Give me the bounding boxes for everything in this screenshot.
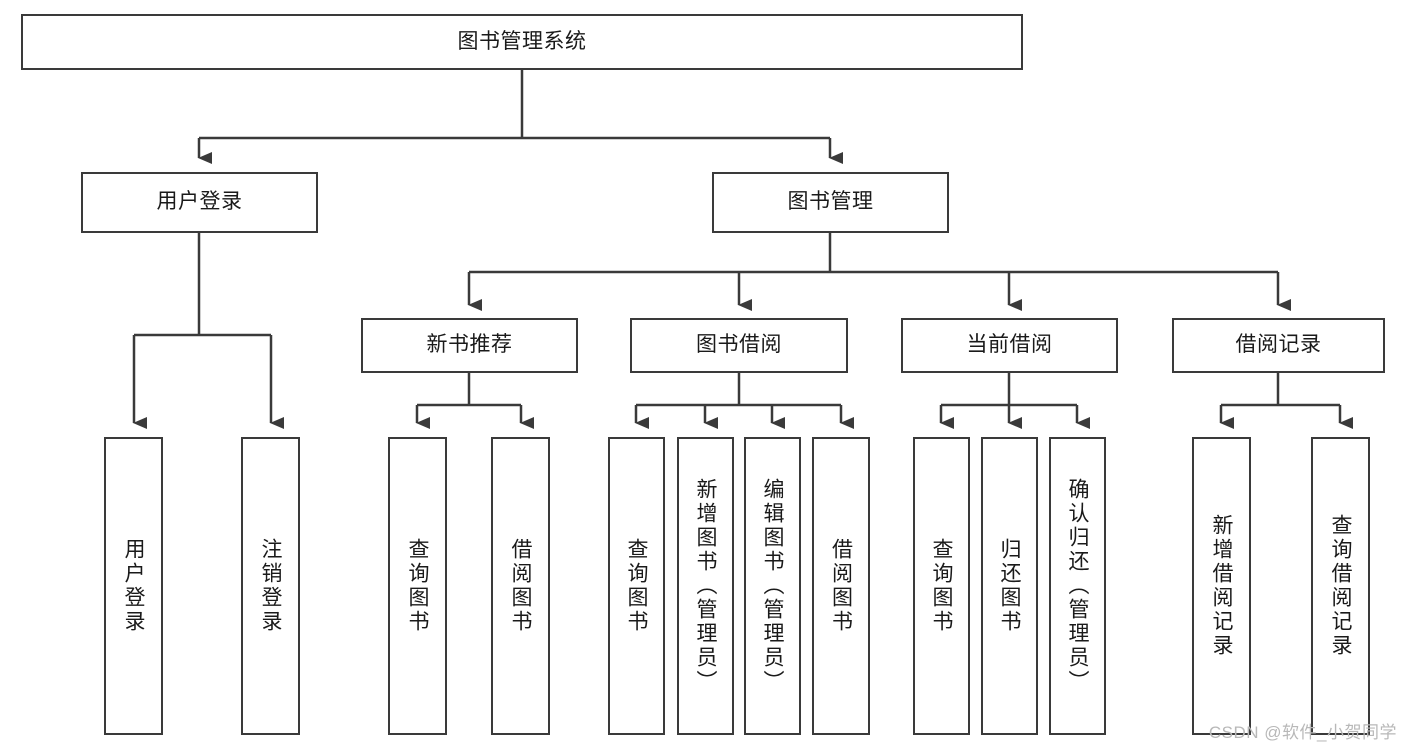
node-label: 借阅记录	[1235, 333, 1322, 357]
leaf-borrow-borrow-book[interactable]: 借阅图书	[812, 437, 870, 735]
node-book-management[interactable]: 图书管理	[712, 172, 949, 233]
node-label: 新书推荐	[426, 333, 513, 357]
node-label: 新增图书（管理员）	[694, 478, 717, 694]
node-user-login[interactable]: 用户登录	[81, 172, 318, 233]
node-label: 用户登录	[156, 190, 243, 214]
leaf-borrow-query-book[interactable]: 查询图书	[608, 437, 665, 735]
node-label: 用户登录	[122, 538, 145, 634]
node-root-book-management-system[interactable]: 图书管理系统	[21, 14, 1023, 70]
node-label: 查询图书	[930, 538, 953, 634]
leaf-record-query-borrow-record[interactable]: 查询借阅记录	[1311, 437, 1370, 735]
node-label: 归还图书	[998, 538, 1021, 634]
node-book-borrow[interactable]: 图书借阅	[630, 318, 848, 373]
leaf-recommend-query-book[interactable]: 查询图书	[388, 437, 447, 735]
node-label: 查询借阅记录	[1329, 514, 1352, 658]
leaf-borrow-add-book-admin[interactable]: 新增图书（管理员）	[677, 437, 734, 735]
node-label: 借阅图书	[509, 538, 532, 634]
node-label: 图书管理	[787, 190, 874, 214]
leaf-current-confirm-return-admin[interactable]: 确认归还（管理员）	[1049, 437, 1106, 735]
leaf-logout[interactable]: 注销登录	[241, 437, 300, 735]
leaf-current-query-book[interactable]: 查询图书	[913, 437, 970, 735]
node-label: 图书管理系统	[457, 29, 587, 53]
csdn-watermark: CSDN @软件_小贺同学	[1208, 723, 1397, 742]
node-label: 新增借阅记录	[1210, 514, 1233, 658]
node-label: 图书借阅	[696, 333, 782, 357]
node-new-book-recommend[interactable]: 新书推荐	[361, 318, 578, 373]
leaf-user-login[interactable]: 用户登录	[104, 437, 163, 735]
node-label: 当前借阅	[966, 333, 1053, 357]
leaf-record-add-borrow-record[interactable]: 新增借阅记录	[1192, 437, 1251, 735]
node-borrow-record[interactable]: 借阅记录	[1172, 318, 1385, 373]
node-label: 编辑图书（管理员）	[761, 478, 784, 694]
node-label: 查询图书	[625, 538, 648, 634]
leaf-borrow-edit-book-admin[interactable]: 编辑图书（管理员）	[744, 437, 801, 735]
node-label: 查询图书	[406, 538, 429, 634]
leaf-recommend-borrow-book[interactable]: 借阅图书	[491, 437, 550, 735]
leaf-current-return-book[interactable]: 归还图书	[981, 437, 1038, 735]
node-label: 确认归还（管理员）	[1066, 478, 1089, 694]
node-current-borrow[interactable]: 当前借阅	[901, 318, 1118, 373]
node-label: 借阅图书	[829, 538, 853, 634]
node-label: 注销登录	[259, 538, 282, 634]
